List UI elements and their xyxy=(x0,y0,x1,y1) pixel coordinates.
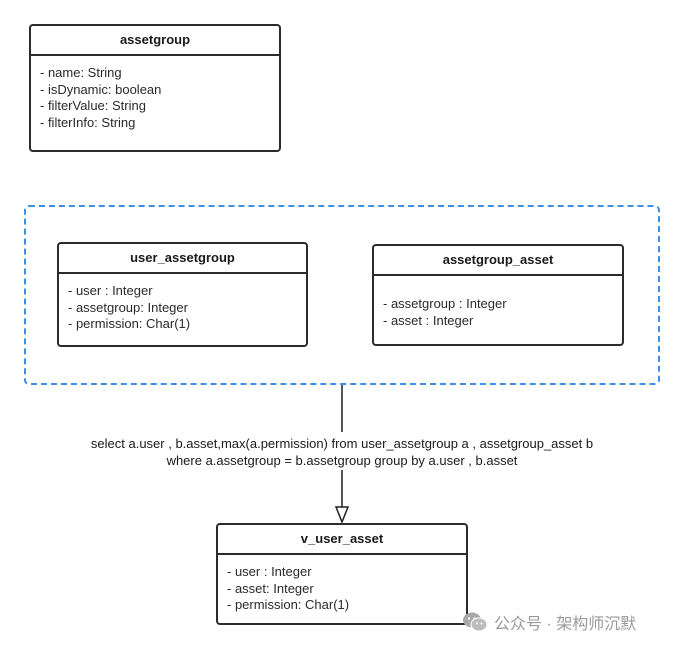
connector-label-line: select a.user , b.asset,max(a.permission… xyxy=(90,436,594,451)
class-attribute: - asset: Integer xyxy=(227,580,314,596)
class-attribute: - name: String xyxy=(40,65,122,80)
class-attribute: - asset : Integer xyxy=(383,312,474,328)
connector-arrowhead xyxy=(334,506,350,525)
class-title: assetgroup xyxy=(31,26,279,56)
group-container[interactable] xyxy=(24,205,660,385)
class-attribute: - assetgroup : Integer xyxy=(383,296,507,311)
class-attribute: - isDynamic: boolean xyxy=(40,81,162,97)
connector-label-line: where a.assetgroup = b.assetgroup group … xyxy=(166,453,518,468)
class-title: v_user_asset xyxy=(218,525,466,555)
class-assetgroup-asset[interactable]: assetgroup_asset - assetgroup : Integer … xyxy=(372,244,624,346)
class-attributes: - name: String - isDynamic: boolean - fi… xyxy=(31,56,279,131)
class-attributes: - assetgroup : Integer - asset : Integer xyxy=(374,276,622,329)
class-v-user-asset[interactable]: v_user_asset - user : Integer - asset: I… xyxy=(216,523,468,625)
class-user-assetgroup[interactable]: user_assetgroup - user : Integer - asset… xyxy=(57,242,308,347)
watermark: 公众号 · 架构师沉默 xyxy=(462,609,636,635)
class-attribute: - assetgroup: Integer xyxy=(68,299,188,315)
class-attribute: - filterInfo: String xyxy=(40,114,136,130)
wechat-icon xyxy=(463,612,488,632)
class-title: assetgroup_asset xyxy=(374,246,622,276)
class-attribute: - user : Integer xyxy=(68,283,153,298)
class-attribute: - user : Integer xyxy=(227,564,312,579)
class-attributes: - user : Integer - asset: Integer - perm… xyxy=(218,555,466,614)
connector-label: select a.user , b.asset,max(a.permission… xyxy=(0,435,684,469)
class-assetgroup[interactable]: assetgroup - name: String - isDynamic: b… xyxy=(29,24,281,152)
watermark-text: 公众号 · 架构师沉默 xyxy=(494,616,637,633)
class-attribute: - filterValue: String xyxy=(40,98,146,113)
class-title: user_assetgroup xyxy=(59,244,306,274)
class-attribute: - permission: Char(1) xyxy=(227,597,350,612)
class-attributes: - user : Integer - assetgroup: Integer -… xyxy=(59,274,306,333)
class-attribute: - permission: Char(1) xyxy=(68,316,191,331)
